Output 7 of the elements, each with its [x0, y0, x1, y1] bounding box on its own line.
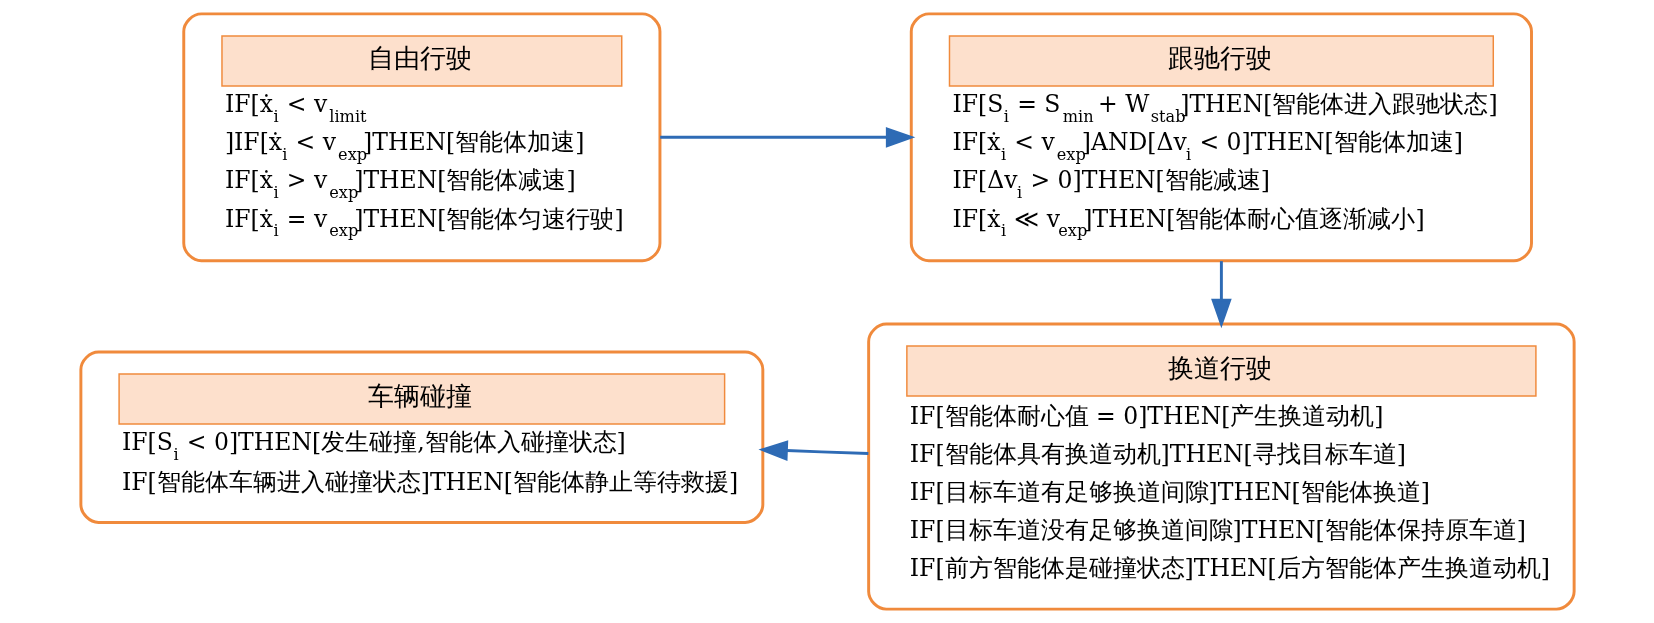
arrow: [659, 127, 915, 148]
node-box: 换道行驶 IF[智能体耐心值 = 0]THEN[产生换道动机] IF[智能体具有换道动机]THEN[寻找目标车道] IF[目标车道有足够换道间隙]THEN[智能体换道] IF[目标车道没有足够换道间隙]THEN[智能体保持原车道] IF[前方智能体是碰撞状态]THEN[后方智能体产生换道动机]: [866, 322, 1576, 611]
node-box: 车辆碰撞 IF[S$_{i}$ < 0]THEN[发生碰撞,智能体入碰撞状态] IF[智能体车辆进入碰撞状态]THEN[智能体静止等待救援]: [78, 350, 764, 524]
arrow: [757, 440, 868, 461]
node-box: 跟驰行驶 IF[S$_{i}$ = S$_{min}$ + W$_{stab}$]THEN[智能体进入跟驰状态] IF[ẋ$_{i}$ < v$_{exp}$]AND[Δv$_{i}$ < 0]THEN[智能体加速] IF[Δv$_{i}$ > 0]THEN[智能减速] IF[ẋ$_{i}$ ≪ v$_{exp}$]THEN[智能体耐心值逐渐减小]: [909, 12, 1533, 263]
arrow: [1210, 261, 1232, 329]
node-box: 自由行驶 IF[ẋ$_{i}$ < v$_{limit}$]IF[ẋ$_{i}$ < v$_{exp}$]THEN[智能体加速] IF[ẋ$_{i}$ > v$_{exp}$]THEN[智能体减速] IF[ẋ$_{i}$ = v$_{exp}$]THEN[智能体匀速行驶]: [181, 12, 661, 263]
